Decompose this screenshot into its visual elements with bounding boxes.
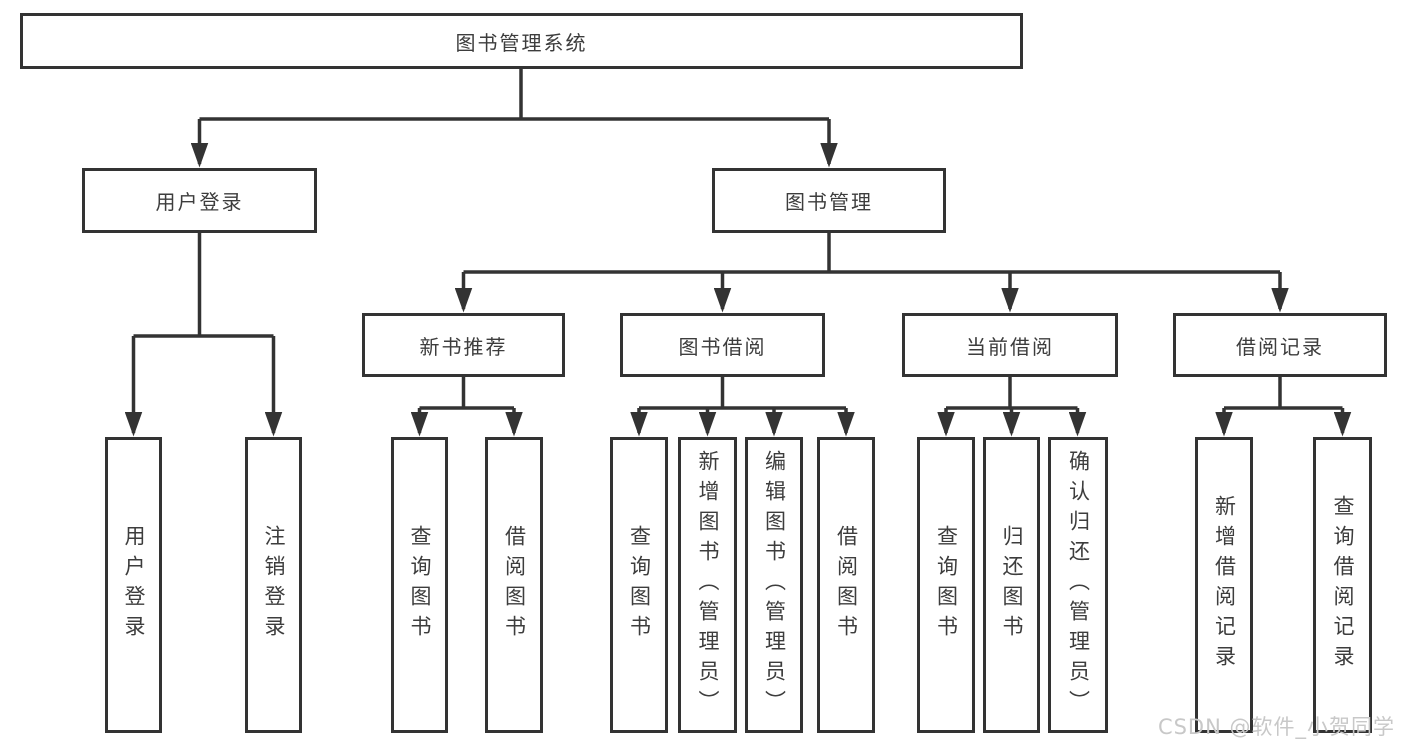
node-current-borrowing: 当前借阅 — [902, 313, 1118, 377]
leaf-query-books-borrowing-label: 查询图书 — [627, 525, 652, 645]
node-system-root-label: 图书管理系统 — [455, 30, 588, 55]
leaf-user-login: 用户登录 — [105, 437, 162, 733]
leaf-confirm-return-admin-label: 确认归还（管理员） — [1066, 450, 1091, 720]
node-system-root: 图书管理系统 — [20, 13, 1023, 69]
node-book-borrowing: 图书借阅 — [620, 313, 825, 377]
leaf-query-borrow-record: 查询借阅记录 — [1313, 437, 1372, 733]
node-current-borrowing-label: 当前借阅 — [966, 334, 1054, 359]
leaf-borrow-books-recommend: 借阅图书 — [485, 437, 543, 733]
csdn-watermark: CSDN @软件_小贺同学 — [1157, 715, 1395, 739]
leaf-edit-book-admin-label: 编辑图书（管理员） — [762, 450, 787, 720]
leaf-add-borrow-record-label: 新增借阅记录 — [1212, 495, 1237, 675]
leaf-borrow-books-recommend-label: 借阅图书 — [502, 525, 527, 645]
node-user-login-label: 用户登录 — [155, 190, 244, 214]
node-new-book-recommend: 新书推荐 — [362, 313, 565, 377]
leaf-edit-book-admin: 编辑图书（管理员） — [745, 437, 803, 733]
leaf-logout: 注销登录 — [245, 437, 302, 733]
leaf-logout-label: 注销登录 — [262, 525, 286, 645]
leaf-query-books-borrowing: 查询图书 — [610, 437, 668, 733]
leaf-return-books-label: 归还图书 — [1000, 525, 1024, 645]
node-borrowing-records: 借阅记录 — [1173, 313, 1387, 377]
node-new-book-recommend-label: 新书推荐 — [419, 334, 508, 359]
leaf-query-books-current-label: 查询图书 — [934, 525, 959, 645]
leaf-confirm-return-admin: 确认归还（管理员） — [1048, 437, 1108, 733]
leaf-user-login-label: 用户登录 — [122, 525, 146, 645]
leaf-add-book-admin: 新增图书（管理员） — [678, 437, 737, 733]
node-borrowing-records-label: 借阅记录 — [1236, 334, 1324, 359]
leaf-query-books-recommend: 查询图书 — [391, 437, 448, 733]
leaf-query-books-current: 查询图书 — [917, 437, 975, 733]
leaf-query-borrow-record-label: 查询借阅记录 — [1331, 495, 1355, 675]
node-book-management-label: 图书管理 — [785, 190, 873, 214]
leaf-borrow-books-label: 借阅图书 — [834, 525, 859, 645]
leaf-borrow-books: 借阅图书 — [817, 437, 875, 733]
leaf-add-borrow-record: 新增借阅记录 — [1195, 437, 1253, 733]
node-book-borrowing-label: 图书借阅 — [678, 334, 767, 359]
leaf-return-books: 归还图书 — [983, 437, 1040, 733]
leaf-query-books-recommend-label: 查询图书 — [408, 525, 432, 645]
node-user-login: 用户登录 — [82, 168, 317, 233]
node-book-management: 图书管理 — [712, 168, 946, 233]
leaf-add-book-admin-label: 新增图书（管理员） — [696, 450, 720, 720]
